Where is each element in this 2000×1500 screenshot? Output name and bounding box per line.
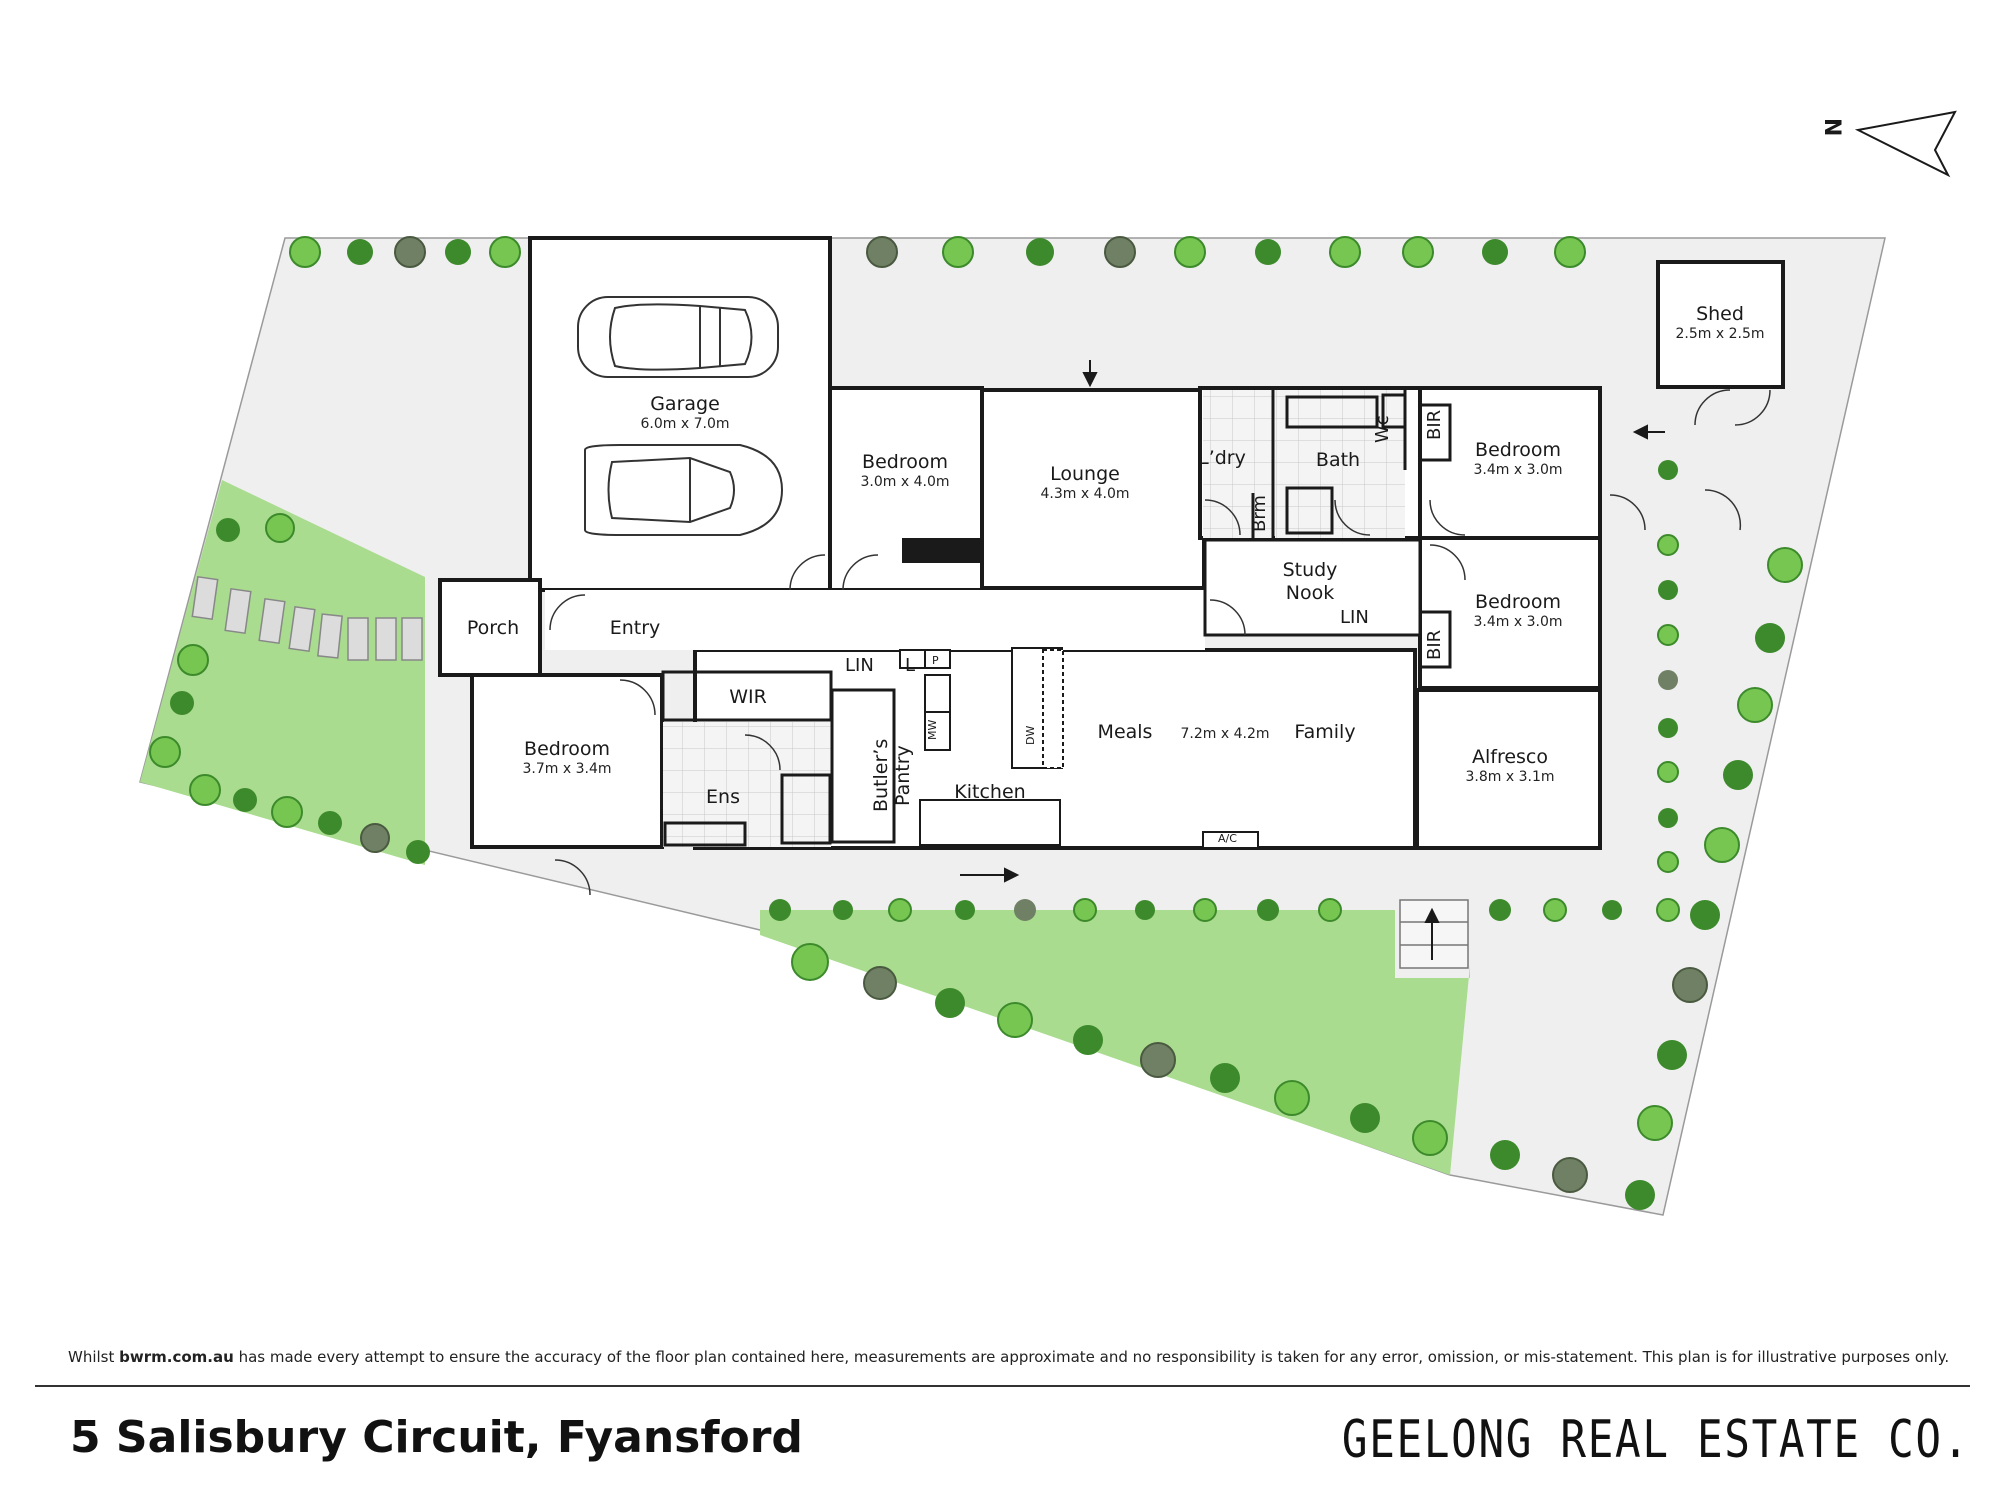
ensuite-tiles: [663, 722, 831, 847]
study-label-2: Nook: [1286, 582, 1334, 604]
garage-dim: 6.0m x 7.0m: [641, 416, 730, 432]
living-dim: 7.2m x 4.2m: [1181, 726, 1270, 742]
meals-label: Meals: [1098, 721, 1153, 743]
disclaimer-suffix: has made every attempt to ensure the acc…: [233, 1348, 1950, 1366]
lin-kitchen-label: LIN: [845, 655, 874, 676]
butlers-label-1: Butler’s: [870, 739, 892, 812]
bedroom-e-dim: 3.4m x 3.0m: [1474, 614, 1563, 630]
shed-label: Shed: [1696, 303, 1744, 325]
rear-steps: [1399, 899, 1469, 969]
master-dim: 3.7m x 3.4m: [523, 761, 612, 777]
shed-room: [1656, 260, 1785, 389]
door-swings: [549, 389, 1771, 896]
bedroom-e-label: Bedroom: [1475, 591, 1561, 613]
family-label: Family: [1294, 721, 1355, 743]
kitchen-label: Kitchen: [954, 781, 1025, 803]
floor-plan: BIR LIN L P MW DW A/C LIN BIR BIR Brm Wc…: [139, 110, 1957, 1216]
car-bottom-icon: [584, 444, 784, 536]
shed-dim: 2.5m x 2.5m: [1676, 326, 1765, 342]
linen-l-label: L: [905, 655, 915, 676]
bedroom-ne-dim: 3.4m x 3.0m: [1474, 462, 1563, 478]
aircon-label: A/C: [1218, 832, 1237, 845]
bedroom-ne-label: Bedroom: [1475, 439, 1561, 461]
footer-divider: [35, 1385, 1970, 1387]
disclaimer-prefix: Whilst: [68, 1348, 120, 1366]
garage-label: Garage: [650, 393, 720, 415]
alfresco-dim: 3.8m x 3.1m: [1466, 769, 1555, 785]
bir-front-fill: [902, 538, 982, 563]
laundry-tiles: [1203, 390, 1273, 538]
lounge-label: Lounge: [1050, 463, 1120, 485]
shrubs: [149, 236, 1803, 1210]
bir-e-label: BIR: [1424, 630, 1445, 660]
front-lawn: [140, 480, 425, 865]
laundry-label: L’dry: [1198, 447, 1246, 469]
car-top-icon: [577, 296, 779, 378]
bedroom-front-dim: 3.0m x 4.0m: [861, 474, 950, 490]
kitchen-fixtures: [899, 647, 1259, 849]
side-lawn: [760, 910, 1470, 1175]
dishwasher-label: DW: [1024, 726, 1037, 745]
wet-area-walls: [661, 390, 1452, 847]
north-label: N: [1819, 118, 1844, 136]
ensuite-label: Ens: [706, 786, 740, 808]
north-arrow-icon: N: [1819, 110, 1957, 178]
bir-front-label: BIR: [910, 543, 940, 564]
lounge-dim: 4.3m x 4.0m: [1041, 486, 1130, 502]
bedroom-front-label: Bedroom: [862, 451, 948, 473]
stepping-stones: [191, 575, 423, 661]
butlers-label-2: Pantry: [892, 745, 914, 806]
disclaimer-text: Whilst bwrm.com.au has made every attemp…: [68, 1348, 1950, 1366]
pantry-p-label: P: [932, 654, 939, 667]
wir-label: WIR: [729, 686, 767, 708]
study-label-1: Study: [1283, 559, 1338, 581]
disclaimer-site: bwrm.com.au: [119, 1348, 234, 1366]
porch-label: Porch: [467, 617, 519, 639]
entry-label: Entry: [610, 617, 661, 639]
direction-arrows: [960, 360, 1665, 960]
bir-ne-label: BIR: [1424, 410, 1445, 440]
broom-label: Brm: [1249, 495, 1270, 532]
alfresco-label: Alfresco: [1472, 746, 1548, 768]
agency-brand: GEELONG REAL ESTATE CO.: [1341, 1410, 1970, 1470]
property-address: 5 Salisbury Circuit, Fyansford: [70, 1412, 803, 1463]
entry-hall: [545, 590, 1205, 650]
lin-study-label: LIN: [1340, 607, 1369, 628]
microwave-label: MW: [926, 720, 939, 740]
wc-label: Wc: [1372, 415, 1393, 443]
master-label: Bedroom: [524, 738, 610, 760]
bath-label: Bath: [1316, 449, 1360, 471]
